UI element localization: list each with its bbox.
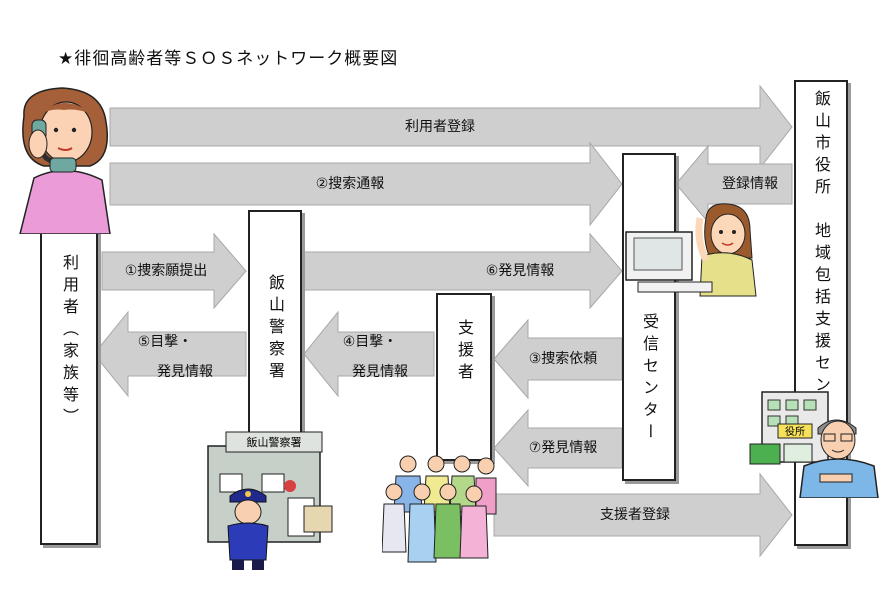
- user-family-box: 利用者（家族等）: [40, 200, 98, 545]
- city-hall-building-icon: 役所: [749, 391, 829, 465]
- police-station-sign: 飯山警察署: [247, 435, 302, 449]
- city-hall-sign: 役所: [785, 425, 805, 438]
- woman-on-phone-icon: [19, 87, 111, 234]
- user-family-label: 利用者（家族等）: [60, 254, 79, 430]
- label-sighting-to-police-1: ④目撃・: [342, 334, 398, 350]
- label-discovery-info-6: ⑥発見情報: [485, 263, 555, 279]
- operator-at-computer-icon: [625, 203, 757, 297]
- police-officer-icon: [227, 488, 269, 570]
- city-staff-man-icon: [799, 419, 879, 498]
- arrow-registration-info: [675, 144, 793, 224]
- arrow-search-report: [109, 141, 623, 227]
- police-station-label: 飯山警察署: [266, 274, 285, 384]
- label-registration-info: 登録情報: [722, 176, 778, 192]
- label-discovery-info-7: ⑦発見情報: [528, 440, 598, 456]
- label-search-report: ②搜索通報: [315, 176, 385, 192]
- city-office-label: 飯山市役所 地域包括支援センター: [812, 90, 831, 442]
- reception-center-label: 受信センター: [640, 313, 659, 445]
- crowd-of-supporters-icon: [382, 455, 497, 563]
- page-title: ★徘徊高齢者等ＳＯＳネットワーク概要図: [58, 49, 399, 69]
- label-user-registration: 利用者登録: [405, 119, 475, 135]
- label-sighting-to-user-2: 発見情報: [157, 364, 213, 380]
- supporter-label: 支援者: [455, 319, 474, 385]
- reception-center-box: 受信センター: [622, 153, 676, 481]
- police-station-box: 飯山警察署: [248, 210, 302, 442]
- arrow-user-registration: [109, 84, 793, 170]
- label-supporter-registration: 支援者登録: [600, 507, 670, 523]
- arrow-discovery-info-6: [303, 232, 623, 310]
- label-search-request: ①捜索願提出: [124, 263, 208, 279]
- arrow-sighting-to-police: [303, 310, 435, 398]
- arrow-search-dispatch: [493, 318, 623, 400]
- label-search-dispatch: ③捜索依頼: [528, 351, 598, 367]
- arrow-discovery-info-7: [493, 408, 623, 488]
- arrow-search-request: [101, 232, 247, 310]
- supporter-box: 支援者: [436, 293, 492, 461]
- label-sighting-to-user-1: ⑤目撃・: [137, 334, 193, 350]
- label-sighting-to-police-2: 発見情報: [352, 364, 408, 380]
- arrow-supporter-registration: [493, 472, 793, 558]
- arrow-sighting-to-user: [93, 310, 247, 398]
